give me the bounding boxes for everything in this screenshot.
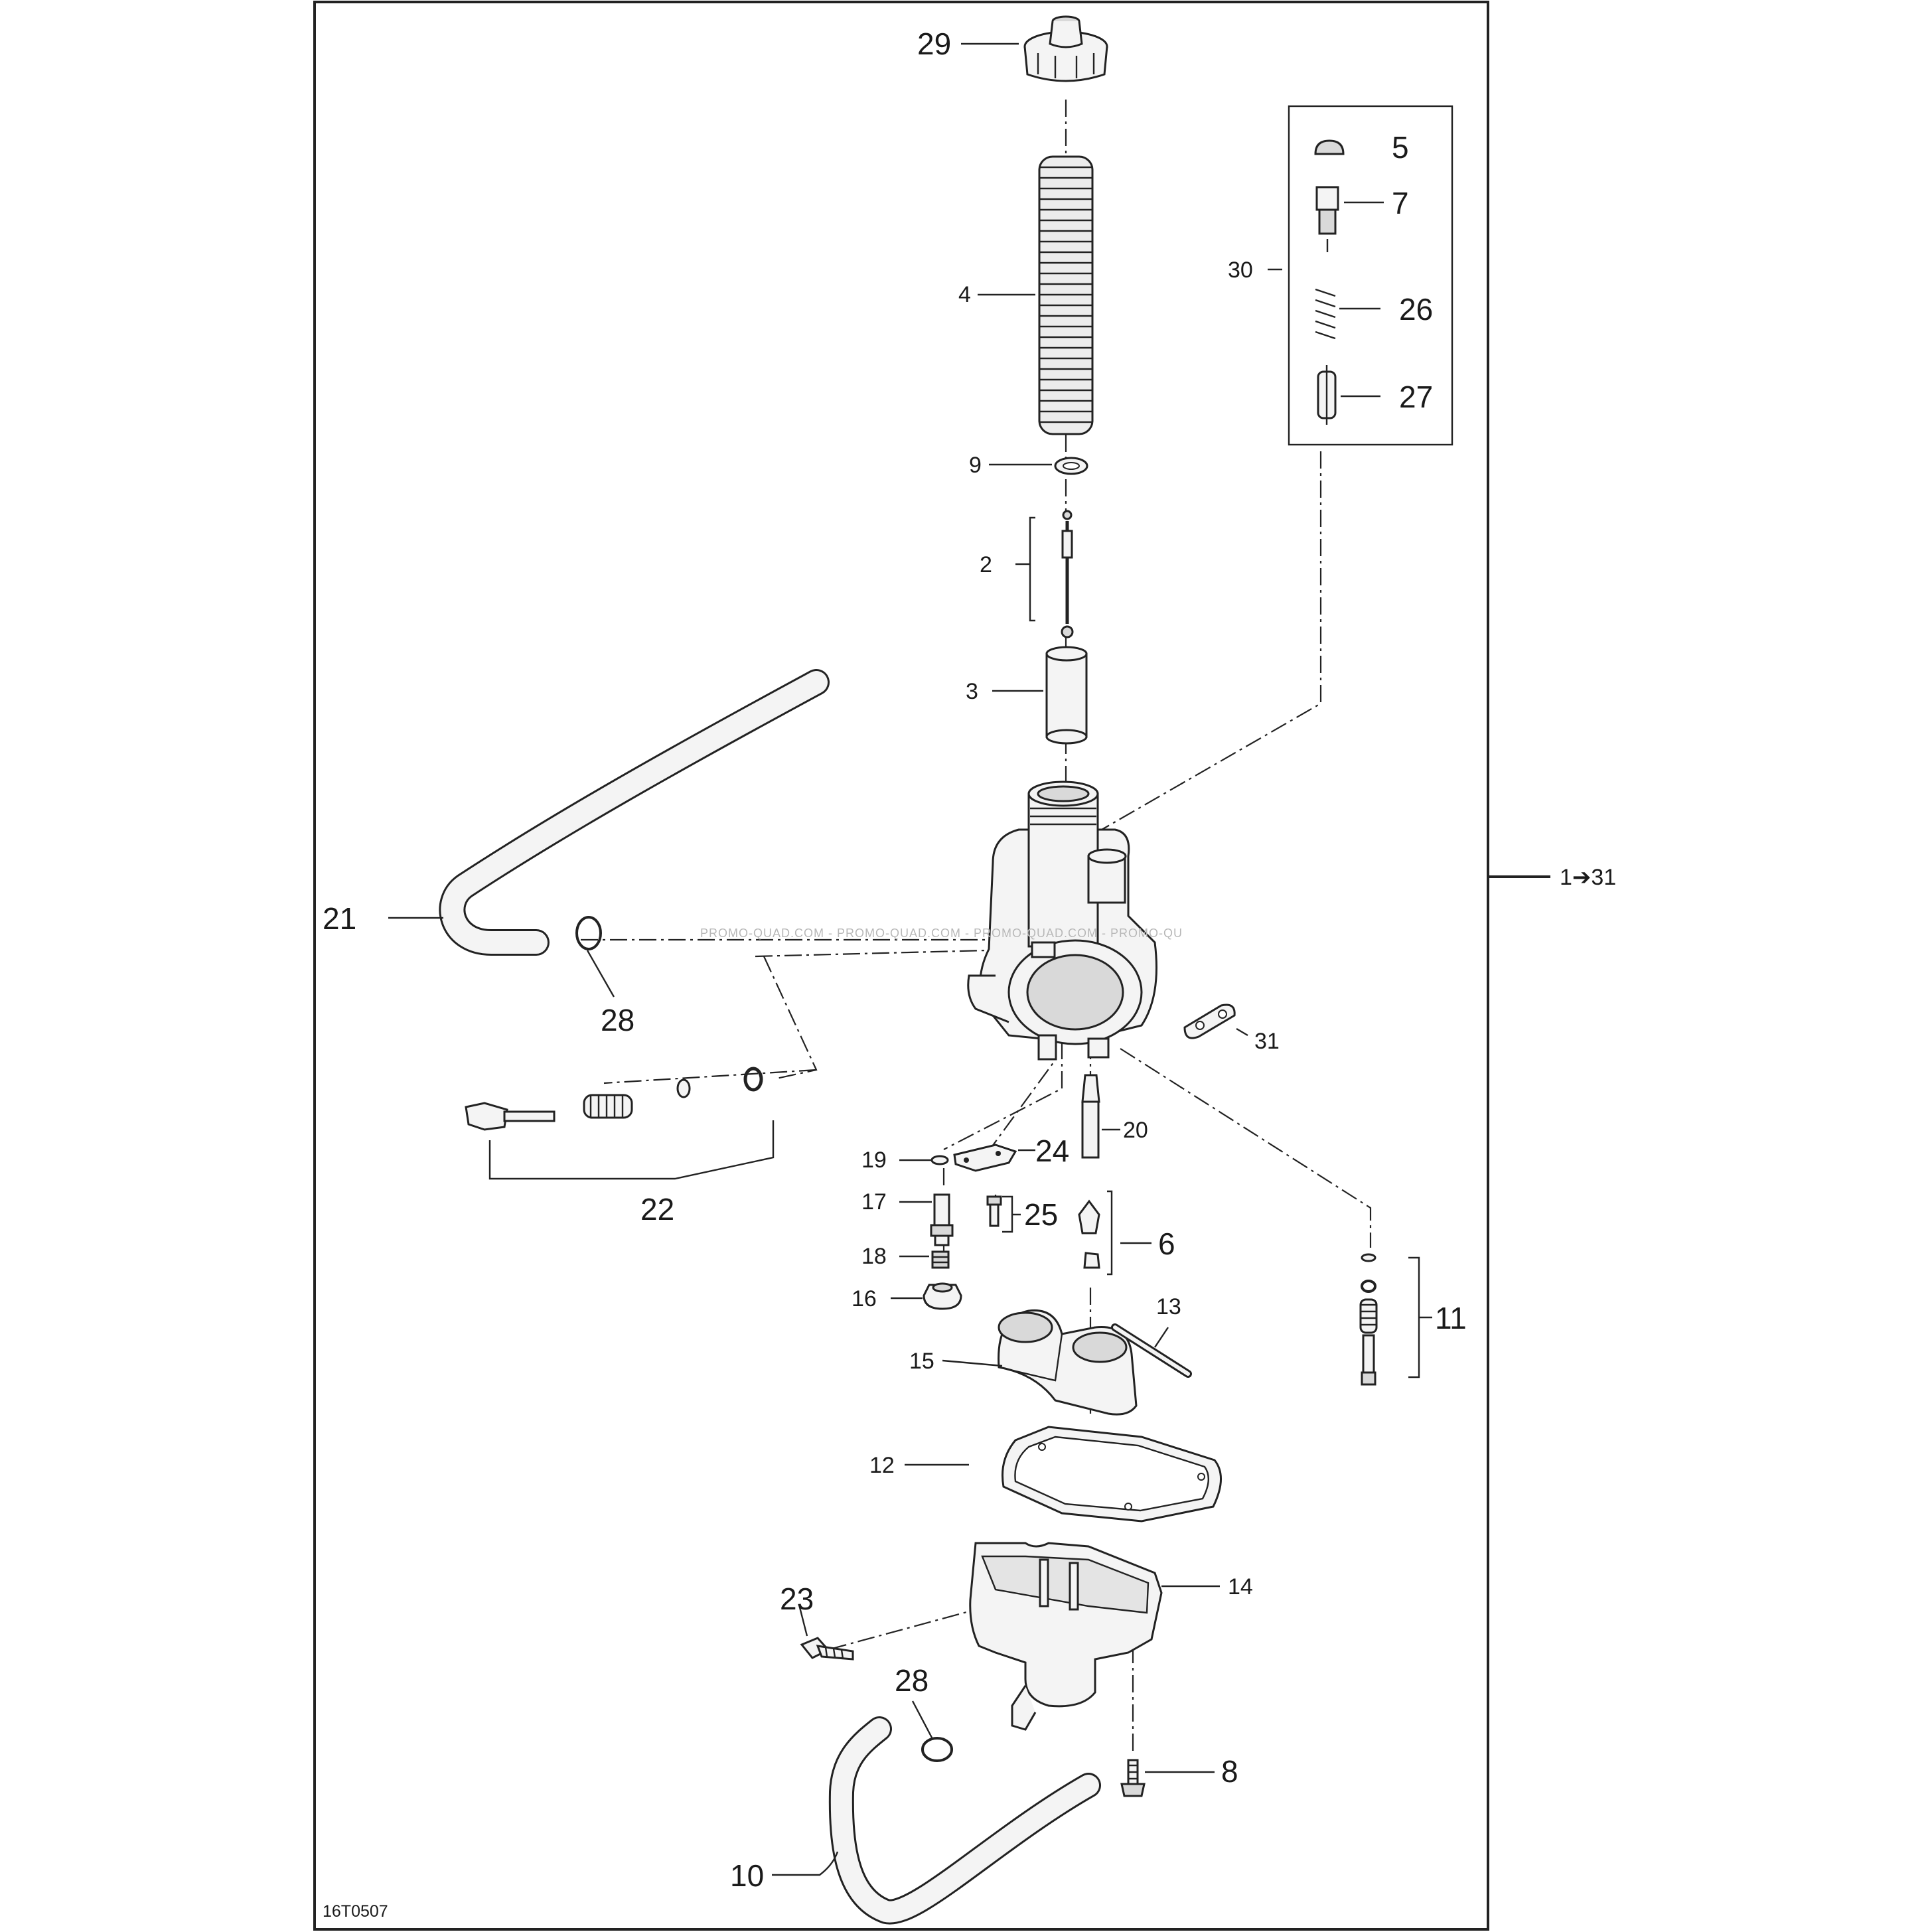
- part-19-washer: [930, 1155, 949, 1165]
- callout-17: 17: [861, 1189, 887, 1215]
- part-4-spring: [1038, 155, 1094, 435]
- carburetor-body: [967, 780, 1157, 1061]
- part-17-needle-jet: [930, 1193, 954, 1246]
- callout-6: 6: [1158, 1226, 1175, 1261]
- callout-28-upper: 28: [601, 1003, 634, 1037]
- part-3-slide: [1045, 646, 1088, 745]
- callout-21: 21: [323, 901, 356, 936]
- callout-26: 26: [1399, 292, 1433, 327]
- callout-16: 16: [852, 1286, 877, 1311]
- part-22-pilot-screw-set: [465, 1067, 763, 1131]
- callout-5: 5: [1392, 130, 1409, 165]
- part-24-plate: [953, 1144, 1017, 1172]
- part-10-drain-hose: [828, 1716, 1101, 1925]
- assembly-range-label: 1➔31: [1560, 865, 1616, 890]
- callout-20: 20: [1123, 1118, 1148, 1143]
- callout-15: 15: [909, 1349, 934, 1374]
- callout-10: 10: [730, 1858, 764, 1893]
- part-28-clamp-upper: [575, 916, 602, 950]
- callout-18: 18: [861, 1244, 887, 1269]
- part-21-hose: [439, 669, 830, 956]
- part-28-clamp-lower: [921, 1737, 953, 1762]
- drawing-code: 16T0507: [323, 1902, 388, 1921]
- part-14-float-bowl: [969, 1542, 1163, 1731]
- callout-28-lower: 28: [895, 1663, 929, 1698]
- callout-29: 29: [917, 27, 951, 61]
- callout-31: 31: [1254, 1029, 1280, 1054]
- part-11-idle-screw-set: [1359, 1253, 1420, 1386]
- part-9-clip: [1054, 457, 1088, 475]
- part-12-gasket: [1001, 1426, 1222, 1523]
- callout-2: 2: [980, 552, 992, 577]
- callout-leaders: [388, 42, 1432, 1876]
- callout-24: 24: [1035, 1134, 1069, 1168]
- part-2-needle: [1061, 510, 1074, 638]
- callout-19: 19: [861, 1148, 887, 1173]
- part-6-float-valve: [1078, 1190, 1113, 1276]
- part-23-drain-screw: [800, 1637, 854, 1661]
- callout-25: 25: [1024, 1197, 1058, 1232]
- part-18-main-jet: [931, 1250, 950, 1269]
- part-29-top-cap: [1023, 15, 1108, 82]
- callout-labels: 29 4 9 2 3 5 7 30 26 27 21 28 31 22 19 2…: [323, 27, 1467, 1893]
- callout-14: 14: [1228, 1574, 1253, 1599]
- part-8-screw: [1120, 1759, 1146, 1797]
- part-13-float-pin: [1111, 1323, 1192, 1378]
- callout-3: 3: [966, 679, 978, 704]
- part-20-starter-jet: [1081, 1074, 1100, 1159]
- callout-12: 12: [869, 1453, 895, 1478]
- part-16-pilot-jet: [923, 1282, 962, 1310]
- callout-7: 7: [1392, 186, 1409, 220]
- callout-8: 8: [1221, 1754, 1238, 1789]
- callout-27: 27: [1399, 380, 1433, 414]
- watermark-text: PROMO-QUAD.COM - PROMO-QUAD.COM - PROMO-…: [700, 927, 1183, 940]
- part-30-jet-kit-box: [1288, 105, 1453, 446]
- callout-13: 13: [1156, 1294, 1181, 1319]
- callout-4: 4: [958, 282, 971, 307]
- diagram-frame: [313, 1, 1489, 1931]
- callout-22: 22: [640, 1192, 674, 1226]
- part-25-screw: [986, 1195, 1002, 1227]
- part-31-gasket: [1183, 1003, 1236, 1039]
- callout-23: 23: [780, 1582, 814, 1616]
- callout-30: 30: [1228, 258, 1253, 283]
- callout-11: 11: [1435, 1301, 1467, 1335]
- callout-9: 9: [969, 453, 982, 478]
